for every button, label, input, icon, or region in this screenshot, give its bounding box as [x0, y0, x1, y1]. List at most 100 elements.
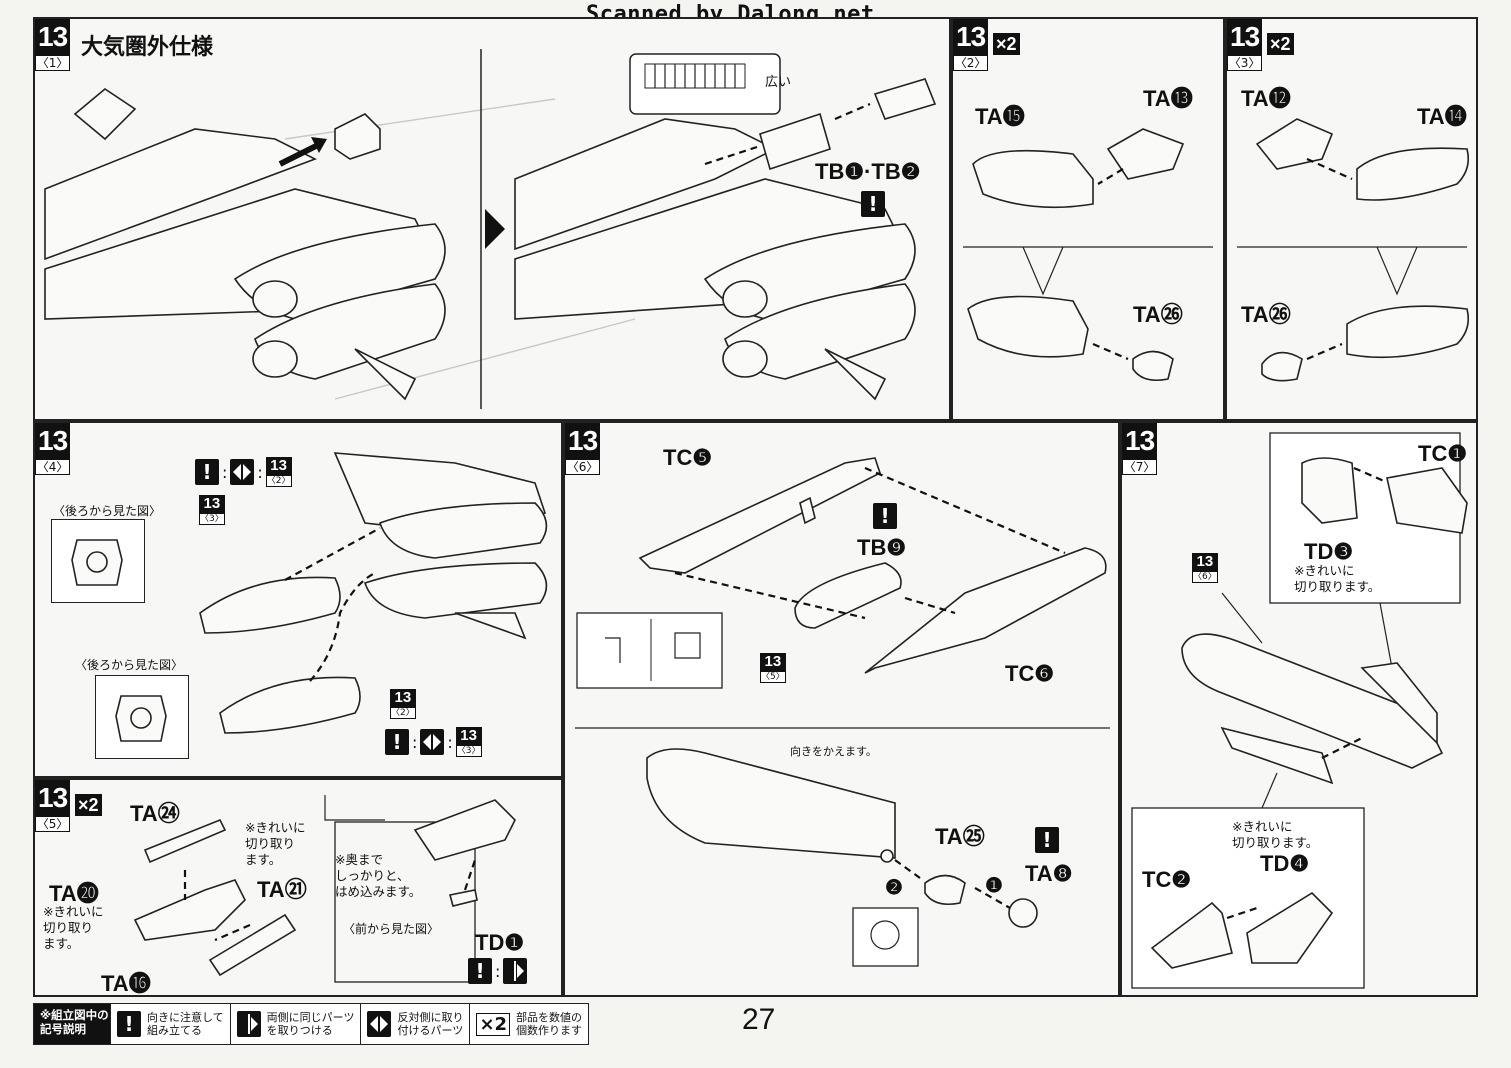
- separator: :: [447, 732, 453, 752]
- separator: :: [222, 462, 228, 482]
- clean-cut-note: ※きれいに 切り取り ます。: [245, 820, 306, 867]
- step-13-6-panel: 13 〈6〉 TC❺ ! TB❾ TC❻ 13〈5〉 向きをかえます。 TA㉕ …: [563, 421, 1120, 997]
- clean-cut-note-7a: ※きれいに 切り取ります。: [1294, 563, 1381, 594]
- legend-opposite: 反対側に取り 付けるパーツ: [360, 1004, 469, 1044]
- quantity-badge: ×2: [75, 794, 102, 816]
- reference-single: 13〈3〉: [199, 495, 225, 525]
- step-badge: 13 〈1〉: [35, 19, 71, 71]
- legend-same-part-text: 両側に同じパーツ を取りつける: [266, 1011, 355, 1037]
- step-13-7-illustration: [1131, 432, 1468, 989]
- part-label-tc1: TC❶: [1418, 441, 1468, 466]
- step-badge: 13 〈7〉: [1122, 423, 1158, 475]
- legend-quantity: ×2 部品を数値の 個数作ります: [469, 1004, 588, 1044]
- reference-row-3: ! :: [468, 958, 528, 984]
- step-13-5-illustration: [133, 795, 516, 983]
- step-number: 13: [35, 423, 71, 459]
- quantity-badge: ×2: [1267, 33, 1294, 55]
- caution-icon: !: [468, 958, 492, 984]
- aircraft-illustration: [44, 49, 937, 409]
- step-number: 13: [1227, 19, 1263, 55]
- part-label-ta21: TA㉑: [257, 877, 307, 902]
- aircraft-left: [44, 88, 636, 401]
- wide-note: 広い: [765, 75, 792, 90]
- legend-direction: ! 向きに注意して 組み立てる: [110, 1004, 230, 1044]
- legend-direction-text: 向きに注意して 組み立てる: [147, 1011, 224, 1037]
- reference-row-1: ! : : 13〈2〉: [195, 457, 292, 487]
- clean-cut-note-2: ※きれいに 切り取り ます。: [43, 904, 104, 951]
- step-number: 13: [35, 19, 71, 55]
- rear-view-1: [51, 519, 145, 603]
- step-number: 13: [953, 19, 989, 55]
- part-label-ta12: TA⓬: [1241, 86, 1291, 111]
- part-label-ta14: TA⓮: [1417, 104, 1467, 129]
- part-label-ta26: TA㉖: [1241, 302, 1291, 327]
- step-badge: 13 〈3〉: [1227, 19, 1263, 71]
- part-label-ta24: TA㉔: [130, 801, 180, 826]
- step-13-1-panel: 13 〈1〉 大気圏外仕様: [33, 17, 951, 421]
- step-13-3-panel: 13 〈3〉 ×2 TA⓬ TA⓮ TA㉖: [1225, 17, 1478, 421]
- step-reference: 13〈2〉: [390, 689, 416, 719]
- front-view-label: 〈前から見た図〉: [343, 922, 440, 936]
- step-13-4-illustration: [199, 452, 548, 734]
- opposite-side-icon: [230, 459, 255, 485]
- step-13-2-panel: 13 〈2〉 ×2 TA⓯ TA⓭ TA㉖: [951, 17, 1225, 421]
- part-label-tc2: TC❷: [1142, 867, 1192, 892]
- quantity-icon: ×2: [476, 1012, 511, 1036]
- separator: :: [495, 961, 501, 981]
- reference-single-2: 13〈2〉: [390, 689, 416, 719]
- step-reference: 13〈6〉: [1192, 553, 1218, 583]
- part-label-ta13: TA⓭: [1143, 86, 1193, 111]
- step-number: 13: [35, 780, 71, 816]
- same-part-both-sides-icon: [236, 1011, 261, 1037]
- same-part-both-sides-icon: [503, 958, 528, 984]
- part-label-tc6: TC❻: [1005, 661, 1055, 686]
- part-cap: [873, 78, 937, 120]
- step-reference: 13〈3〉: [455, 727, 482, 757]
- legend-quantity-text: 部品を数値の 個数作ります: [516, 1011, 583, 1037]
- page-number: 27: [742, 1003, 776, 1036]
- separator: :: [412, 732, 418, 752]
- part-label-ta26: TA㉖: [1133, 302, 1183, 327]
- legend-opposite-text: 反対側に取り 付けるパーツ: [397, 1011, 464, 1037]
- opposite-side-icon: [367, 1011, 392, 1037]
- part-label-tc5: TC❺: [663, 445, 713, 470]
- part-label-ta16: TA⓰: [101, 971, 151, 996]
- step-reference: 13〈3〉: [199, 495, 225, 525]
- clean-cut-note-7b: ※きれいに 切り取ります。: [1232, 819, 1319, 850]
- part-label-ta15: TA⓯: [975, 104, 1025, 129]
- order-2-marker: ❷: [885, 877, 903, 899]
- legend-heading: ※組立図中の 記号説明: [34, 1004, 110, 1044]
- part-tb1-tb2: [759, 112, 831, 171]
- opposite-side-icon: [420, 729, 445, 755]
- part-label-tb9: TB❾: [857, 535, 907, 560]
- caution-icon: !: [117, 1011, 141, 1037]
- part-label-ta8: TA❽: [1025, 861, 1073, 886]
- step-title: 大気圏外仕様: [81, 35, 214, 60]
- quantity-badge: ×2: [993, 33, 1020, 55]
- step-substep: 〈1〉: [35, 55, 71, 71]
- step-13-6-illustration: [575, 457, 1110, 967]
- caution-icon: !: [195, 459, 219, 485]
- step-13-3-illustration: [1237, 118, 1470, 382]
- legend-same-part: 両側に同じパーツ を取りつける: [229, 1004, 361, 1044]
- reference-single-4: 13〈6〉: [1192, 553, 1218, 583]
- step-badge: 13 〈4〉: [35, 423, 71, 475]
- step-reference: 13〈2〉: [265, 457, 292, 487]
- step-badge: 13 〈5〉: [35, 780, 71, 832]
- step-13-2-illustration: [963, 128, 1213, 382]
- push-in-note: ※奥まで しっかりと、 はめ込みます。: [335, 852, 422, 899]
- step-number: 13: [565, 423, 601, 459]
- caution-icon: !: [385, 729, 409, 755]
- turn-around-note: 向きをかえます。: [790, 745, 877, 758]
- part-label-ta20: TA⓴: [49, 881, 99, 906]
- step-number: 13: [1122, 423, 1158, 459]
- reference-single-3: 13〈5〉: [760, 653, 786, 683]
- part-small-left: [334, 113, 381, 160]
- step-substep: 〈5〉: [35, 816, 71, 832]
- part-label-tb1-tb2: TB❶·TB❷: [815, 159, 921, 184]
- caution-icon: !: [873, 503, 897, 529]
- aircraft-right: [514, 118, 916, 401]
- step-badge: 13 〈6〉: [565, 423, 601, 475]
- step-substep: 〈3〉: [1227, 55, 1263, 71]
- step-substep: 〈7〉: [1122, 459, 1158, 475]
